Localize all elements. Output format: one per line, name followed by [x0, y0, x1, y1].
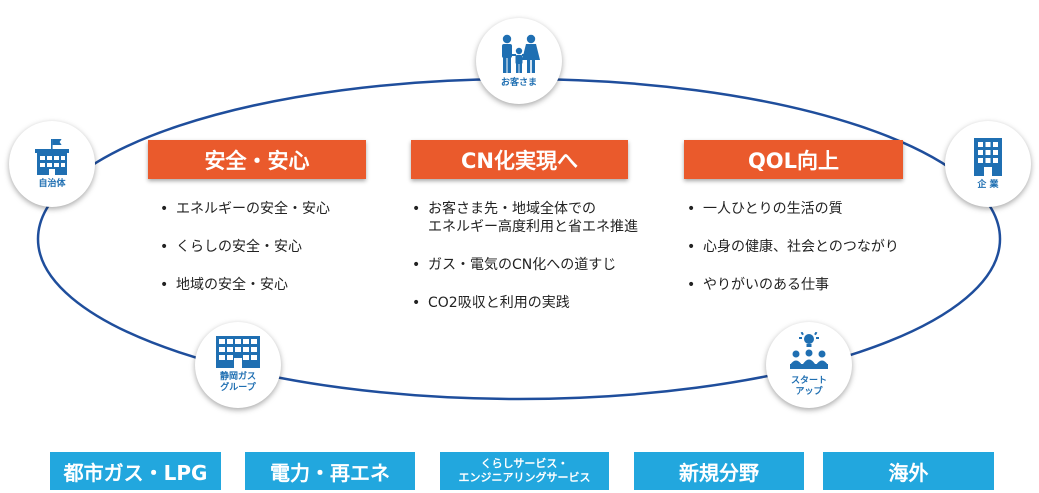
node-label-municipality: 自治体	[38, 178, 66, 189]
list-item: 一人ひとりの生活の質	[685, 200, 899, 238]
list-item: お客さま先・地域全体での エネルギー高度利用と省エネ推進	[410, 200, 670, 236]
business-city-gas-lpg: 都市ガス・LPG	[50, 452, 221, 490]
building-icon	[216, 336, 260, 368]
family-icon	[502, 34, 540, 73]
node-customers: お客さま	[476, 18, 562, 104]
city-hall-icon	[35, 138, 69, 175]
node-startup: スタート アップ	[766, 322, 852, 408]
node-label-customers: お客さま	[500, 77, 537, 88]
list-item: 心身の健康、社会とのつながり	[685, 238, 899, 276]
list-item: やりがいのある仕事	[685, 276, 899, 314]
pillar-header-cn: CN化実現へ	[411, 140, 628, 179]
business-living-engineering-services: くらしサービス・ エンジニアリングサービス	[440, 452, 609, 490]
list-item: CO2吸収と利用の実践	[410, 294, 670, 312]
office-building-icon	[974, 137, 1002, 176]
node-company: 企 業	[945, 121, 1031, 207]
pillar-list-safety: エネルギーの安全・安心 くらしの安全・安心 地域の安全・安心	[158, 200, 330, 314]
list-item: くらしの安全・安心	[158, 238, 330, 276]
node-label-group: 静岡ガス グループ	[219, 372, 256, 393]
pillar-list-qol: 一人ひとりの生活の質 心身の健康、社会とのつながり やりがいのある仕事	[685, 200, 899, 314]
node-group: 静岡ガス グループ	[195, 322, 281, 408]
node-municipality: 自治体	[9, 121, 95, 207]
team-idea-icon	[790, 332, 828, 369]
pillar-header-qol: QOL向上	[684, 140, 903, 179]
business-power-renewables: 電力・再エネ	[245, 452, 415, 490]
list-item: 地域の安全・安心	[158, 276, 330, 314]
pillar-list-cn: お客さま先・地域全体での エネルギー高度利用と省エネ推進 ガス・電気のCN化への…	[410, 200, 670, 332]
list-item: ガス・電気のCN化への道すじ	[410, 256, 670, 274]
pillar-header-safety: 安全・安心	[148, 140, 366, 179]
node-label-startup: スタート アップ	[790, 376, 827, 397]
business-overseas: 海外	[823, 452, 994, 490]
business-new-fields: 新規分野	[634, 452, 804, 490]
node-label-company: 企 業	[977, 179, 999, 190]
list-item: エネルギーの安全・安心	[158, 200, 330, 238]
